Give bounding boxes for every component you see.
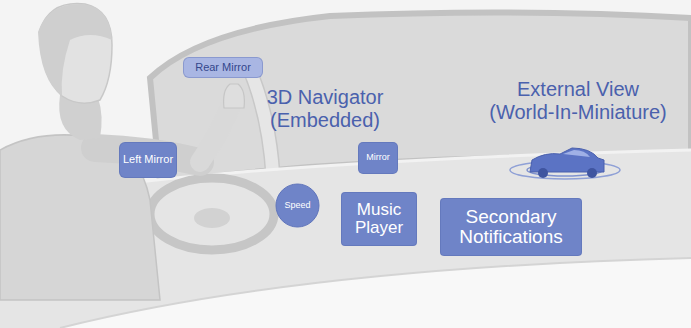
gauge-circle <box>276 184 319 227</box>
text-word: (Embedded) <box>270 109 380 131</box>
miniature-window <box>563 150 590 157</box>
text-word: Left <box>123 153 141 165</box>
floating-label: 3D Navigator (Embedded) <box>245 86 405 132</box>
text-word: Mirror <box>144 153 173 165</box>
hud-panel: Rear Mirror <box>183 57 263 78</box>
text-word: Player <box>355 218 403 237</box>
panel-label: Secondary Notifications <box>441 207 581 247</box>
hud-panel: Left Mirror <box>119 142 177 178</box>
panel-label: Mirror <box>366 153 390 162</box>
text-word: 3D <box>267 86 293 108</box>
person-forearm <box>200 102 232 162</box>
text-word: Music <box>357 200 401 219</box>
steering-wheel <box>150 178 274 250</box>
text-word: Navigator <box>298 86 384 108</box>
text-word: Notifications <box>459 226 563 247</box>
speed-gauge: Speed <box>275 183 320 228</box>
hud-panel: Mirror <box>358 142 398 174</box>
steering-hub <box>194 208 230 228</box>
text-word: Mirror <box>222 61 251 73</box>
miniature-wheel <box>538 168 548 178</box>
text-word: Rear <box>195 61 219 73</box>
hud-panel: Secondary Notifications <box>440 198 582 256</box>
miniature-wheel <box>587 168 597 178</box>
text-word: (World-In-Miniature) <box>489 101 666 123</box>
panel-label: Left Mirror <box>123 154 173 166</box>
panel-label: Speed <box>284 201 310 210</box>
panel-label: Rear Mirror <box>195 62 251 74</box>
person-hand <box>224 84 245 108</box>
person-torso <box>0 135 160 300</box>
text-word: Speed <box>284 200 310 210</box>
text-word: View <box>596 78 639 100</box>
floating-label: External View (World-In-Miniature) <box>472 78 684 124</box>
person-hair <box>38 4 112 96</box>
text-word: External <box>517 78 590 100</box>
text-word: Mirror <box>366 152 390 162</box>
panel-label: Music Player <box>342 201 416 237</box>
hud-panel: Music Player <box>341 192 417 246</box>
text-word: Secondary <box>466 206 557 227</box>
